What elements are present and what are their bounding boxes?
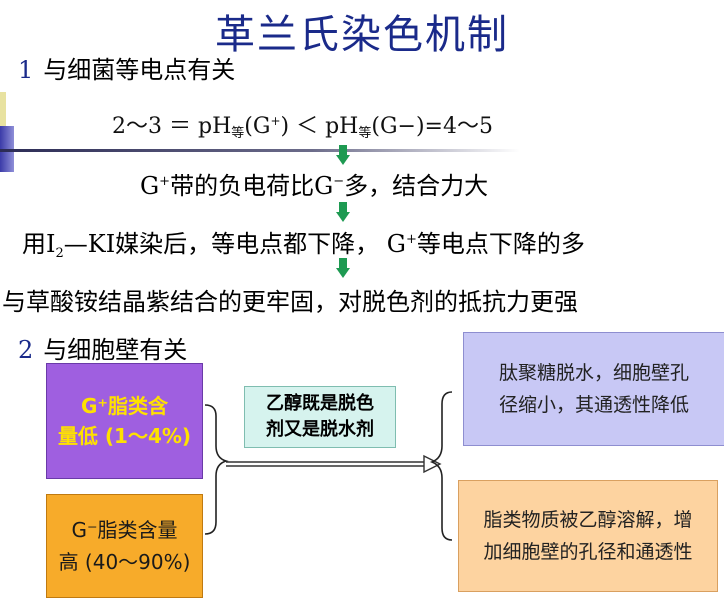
formula-mid-2: ) ＜ pH <box>280 114 359 139</box>
divider-rule <box>0 149 520 152</box>
formula-mid: (G <box>244 114 271 139</box>
line1-sup: + <box>159 174 171 189</box>
line1-b: 带的负电荷比G <box>170 172 334 200</box>
boxR2-line2: 加细胞壁的孔径和通透性 <box>483 541 693 563</box>
section-1-heading: 1 与细菌等电点有关 <box>18 50 235 85</box>
line2-a: 用I <box>22 230 56 258</box>
page-title: 革兰氏染色机制 <box>215 12 509 58</box>
gram-negative-lipid-box: G⁻脂类含量高 (40～90%) <box>46 494 203 598</box>
line1-a: G <box>140 172 160 200</box>
down-arrow-icon <box>336 202 350 224</box>
formula-sub-1: 等 <box>231 126 245 141</box>
section-1-number: 1 <box>18 56 34 84</box>
statement-line-1: G+带的负电荷比G−多，结合力大 <box>140 166 488 201</box>
formula-sup-1: + <box>270 114 281 128</box>
lipid-dissolved-result-box: 脂类物质被乙醇溶解，增加细胞壁的孔径和通透性 <box>458 480 718 592</box>
statement-line-3: 与草酸铵结晶紫结合的更牢固，对脱色剂的抵抗力更强 <box>2 288 578 316</box>
boxA-line1: G⁺脂类含 <box>81 394 168 418</box>
boxA-line2: 量低 (1～4%) <box>57 424 192 448</box>
line1-c: 多，结合力大 <box>344 172 489 200</box>
section-2-label: 与细胞壁有关 <box>43 336 188 364</box>
gram-positive-lipid-box: G⁺脂类含量低 (1～4%) <box>46 363 203 479</box>
formula-left: 2～3 ＝ pH <box>112 114 232 139</box>
boxB-line1: G⁻脂类含量 <box>71 518 178 542</box>
line2-sub: 2 <box>55 246 64 261</box>
line1-sup2: − <box>333 174 345 189</box>
section-1-label: 与细菌等电点有关 <box>43 56 236 84</box>
section-2-heading: 2 与细胞壁有关 <box>18 330 187 365</box>
line2-c: 等电点下降的多 <box>416 230 585 258</box>
isoelectric-formula: 2～3 ＝ pH等(G+) ＜ pH等(G−)=4～5 <box>112 108 493 141</box>
down-arrow-icon <box>336 145 350 167</box>
boxB-line2: 高 (40～90%) <box>58 550 191 574</box>
formula-right: (G−)=4～5 <box>371 114 493 139</box>
boxR1-line2: 径缩小，其通透性降低 <box>498 394 689 416</box>
line2-sup: + <box>405 232 417 247</box>
boxMid-line2: 剂又是脱水剂 <box>266 419 374 440</box>
peptidoglycan-result-box: 肽聚糖脱水，细胞壁孔径缩小，其通透性降低 <box>463 332 724 446</box>
boxMid-line1: 乙醇既是脱色 <box>266 393 374 414</box>
boxR2-line1: 脂类物质被乙醇溶解，增 <box>483 509 693 531</box>
ethanol-role-box: 乙醇既是脱色剂又是脱水剂 <box>244 386 396 448</box>
boxR1-line1: 肽聚糖脱水，细胞壁孔 <box>498 362 689 384</box>
line2-b: —KI媒染后，等电点都下降， G <box>63 230 406 258</box>
formula-sub-2: 等 <box>358 126 372 141</box>
down-arrow-icon <box>336 258 350 280</box>
section-2-number: 2 <box>18 336 34 364</box>
statement-line-2: 用I2—KI媒染后，等电点都下降， G+等电点下降的多 <box>22 224 585 261</box>
